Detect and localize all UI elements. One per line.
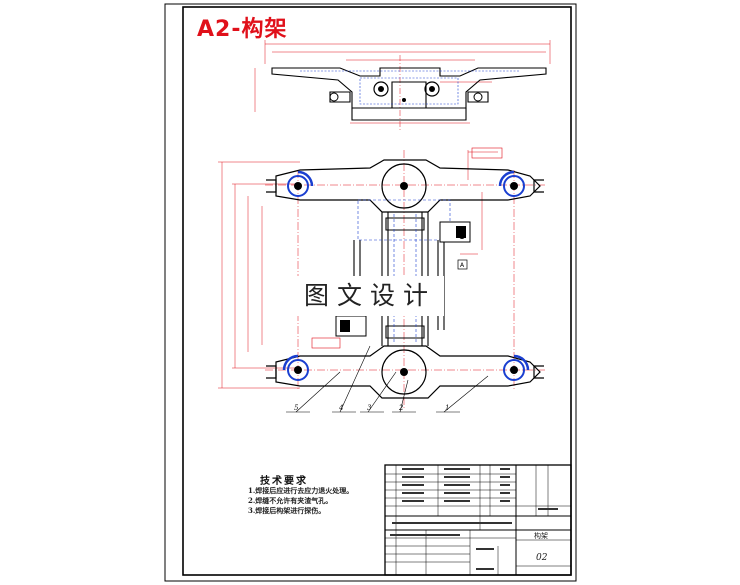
watermark-label: 图文设计 bbox=[296, 276, 444, 316]
title-block-part-name: 构架 bbox=[534, 532, 548, 540]
technical-requirements-heading: 技术要求 bbox=[260, 476, 308, 487]
part-balloon: 4 bbox=[339, 404, 344, 412]
part-balloon: 5 bbox=[294, 404, 299, 412]
inner-frame bbox=[182, 6, 572, 576]
top-elevation-view bbox=[254, 40, 551, 130]
title-block-drawing-number: 02 bbox=[536, 553, 548, 563]
drawing-title: A2-构架 bbox=[197, 17, 288, 42]
technical-requirement-item: 1.焊接后应进行去应力退火处理。 bbox=[248, 486, 354, 495]
outer-border bbox=[164, 3, 577, 582]
plan-view: A bbox=[218, 147, 545, 413]
part-balloon: 1 bbox=[445, 404, 450, 412]
technical-requirement-item: 2.焊缝不允许有夹渣气孔。 bbox=[248, 496, 333, 505]
technical-requirement-item: 3.焊接后构架进行探伤。 bbox=[248, 506, 326, 515]
svg-text:A: A bbox=[460, 262, 465, 269]
part-balloon: 3 bbox=[367, 404, 372, 412]
title-block bbox=[384, 464, 572, 576]
part-balloon: 2 bbox=[399, 404, 404, 412]
